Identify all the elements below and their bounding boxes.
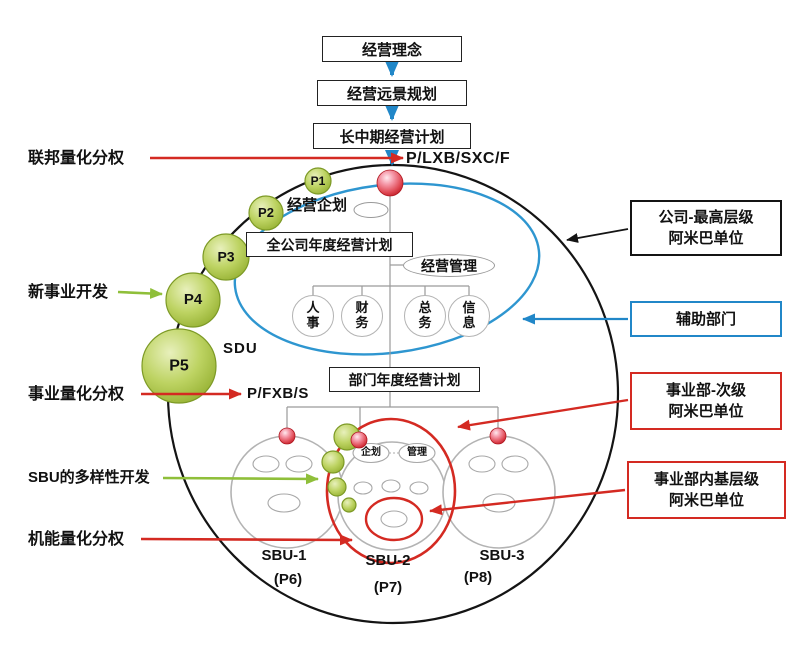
sbu1-p-label: (P6)	[273, 571, 303, 588]
sbu2-management-label: 管理	[407, 447, 427, 458]
p2-label: P2	[258, 205, 274, 221]
planning-dept-label: 经营企划	[287, 197, 348, 214]
dept-circle-finance: 财务	[341, 295, 383, 337]
company-legend-arrow	[566, 228, 629, 243]
company-formula-label: P/LXB/SXC/F	[406, 150, 511, 167]
division-formula-label: P/FXB/S	[247, 385, 309, 402]
company-annual-plan-label: 全公司年度经营计划	[266, 236, 393, 253]
management-ellipse: 经营管理	[403, 254, 495, 277]
midterm-plan-label: 长中期经营计划	[339, 128, 445, 146]
vision-box: 经营远景规划	[317, 80, 467, 106]
p4-label: P4	[183, 291, 203, 308]
legend-support-dept-box: 辅助部门	[630, 301, 782, 337]
p2-circle	[248, 195, 284, 231]
dept-hr-label: 人事	[306, 300, 320, 330]
legend-division-level-box: 事业部-次级 阿米巴单位	[630, 372, 782, 430]
p1-circle	[304, 167, 332, 195]
division-legend-arrow	[457, 398, 629, 431]
philosophy-box: 经营理念	[322, 36, 462, 62]
legend-division-line1: 事业部-次级	[666, 382, 746, 399]
sbu2-sphere	[350, 431, 368, 449]
sbu2-name-label: SBU-2	[365, 552, 411, 569]
dept-info-label: 信息	[462, 300, 476, 330]
legend-division-line2: 阿米巴单位	[668, 403, 744, 420]
sbu-diversity-label: SBU的多样性开发	[28, 469, 150, 486]
amoeba-spheres	[278, 169, 507, 449]
sbu1-name-label: SBU-1	[261, 547, 307, 564]
p5-circle	[141, 328, 217, 404]
legend-base-level-box: 事业部内基层级 阿米巴单位	[627, 461, 786, 519]
dept-circle-general: 总务	[404, 295, 446, 337]
dept-general-label: 总务	[418, 300, 432, 330]
sbu2-inner-ellipses	[352, 442, 436, 528]
support-departments-ellipse	[233, 182, 541, 356]
sbu2-p-label: (P7)	[373, 579, 403, 596]
dept-circle-hr: 人事	[292, 295, 334, 337]
new-business-dev-label: 新事业开发	[28, 284, 109, 301]
p3-label: P3	[217, 248, 235, 265]
sbu2-planning-label: 企划	[361, 447, 381, 458]
dept-annual-plan-label: 部门年度经营计划	[348, 371, 461, 388]
sbu3-name-label: SBU-3	[479, 547, 525, 564]
new-business-arrow	[117, 287, 163, 299]
sbu-diversity-arrow	[162, 473, 319, 485]
function-decentralization-label: 机能量化分权	[28, 531, 125, 548]
legend-base-line1: 事业部内基层级	[653, 471, 759, 488]
sdu-label: SDU	[223, 340, 258, 357]
dept-finance-label: 财务	[355, 300, 369, 330]
p3-circle	[202, 233, 250, 281]
sbu1-sphere	[278, 427, 296, 445]
management-label: 经营管理	[421, 257, 477, 274]
midterm-plan-box: 长中期经营计划	[313, 123, 471, 149]
dept-annual-plan-box: 部门年度经营计划	[329, 367, 480, 392]
base-legend-arrow	[429, 488, 626, 516]
legend-company-line2: 阿米巴单位	[668, 230, 744, 247]
sbu3-sphere	[489, 427, 507, 445]
p1-label: P1	[310, 173, 326, 188]
base-amoeba-red-circle	[364, 496, 424, 542]
dept-circle-info: 信息	[448, 295, 490, 337]
sbu1-inner-ellipses	[252, 455, 313, 513]
company-annual-plan-box: 全公司年度经营计划	[246, 232, 413, 257]
org-connector-lines	[286, 196, 499, 434]
legend-support-line1: 辅助部门	[675, 310, 736, 328]
division-amoeba-red-circle	[325, 417, 457, 565]
p5-label: P5	[169, 357, 189, 375]
annotation-arrows	[117, 152, 629, 546]
federal-decentralization-label: 联邦量化分权	[28, 150, 125, 167]
sbu3-p-label: (P8)	[463, 569, 493, 586]
p4-circle	[165, 272, 221, 328]
sbu3-circle	[442, 435, 556, 549]
legend-base-line2: 阿米巴单位	[668, 492, 744, 509]
division-decentralization-label: 事业量化分权	[28, 386, 125, 403]
vision-label: 经营远景规划	[346, 85, 437, 103]
function-quant-arrow	[140, 534, 353, 546]
philosophy-label: 经营理念	[361, 41, 422, 59]
legend-company-line1: 公司-最高层级	[658, 209, 754, 226]
planning-node-ellipse	[353, 202, 389, 218]
new-business-circles	[141, 167, 332, 404]
company-top-sphere	[376, 169, 404, 197]
legend-company-level-box: 公司-最高层级 阿米巴单位	[630, 200, 782, 256]
